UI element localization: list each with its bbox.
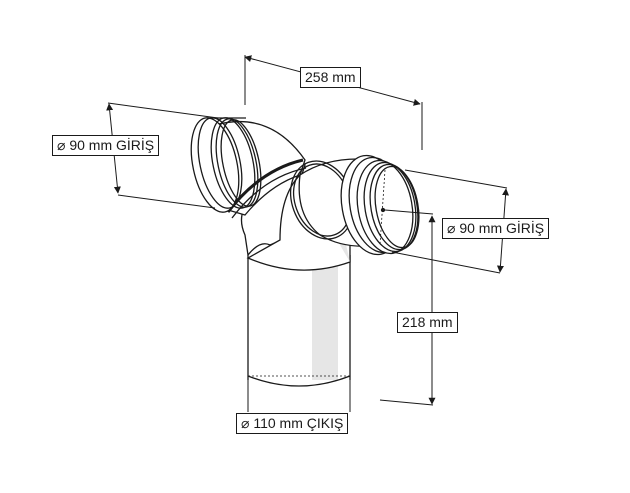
body-elbows bbox=[213, 121, 381, 271]
dimension-label-left-inlet: ⌀ 90 mm GİRİŞ bbox=[52, 135, 160, 156]
dimension-lines bbox=[106, 55, 510, 412]
dimension-label-top-width: 258 mm bbox=[300, 67, 361, 88]
dimension-label-height: 218 mm bbox=[397, 312, 458, 333]
left-inlet-rings bbox=[190, 117, 262, 213]
right-inlet-rings bbox=[340, 154, 420, 256]
dimension-label-outlet: ⌀ 110 mm ÇIKIŞ bbox=[236, 413, 349, 434]
dimension-label-right-inlet: ⌀ 90 mm GİRİŞ bbox=[442, 218, 550, 239]
outlet-pipe bbox=[247, 255, 351, 387]
